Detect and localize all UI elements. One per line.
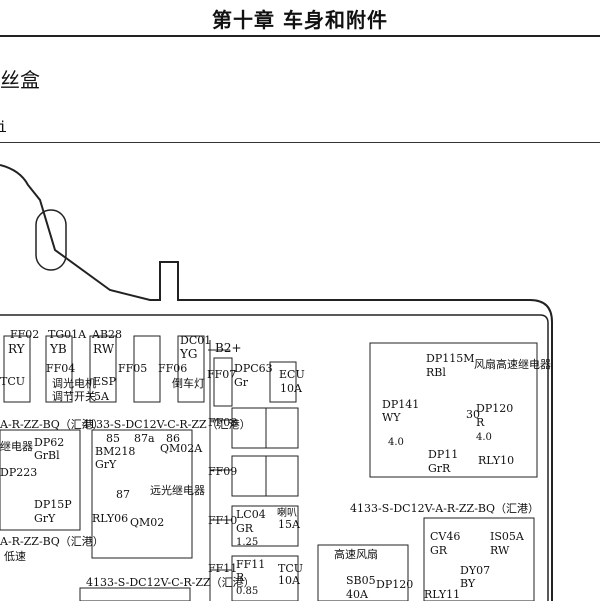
svg-text:DY07: DY07 (460, 564, 490, 577)
svg-text:FF02: FF02 (10, 328, 39, 341)
svg-text:QM02: QM02 (130, 516, 164, 529)
svg-text:TCU: TCU (278, 562, 303, 575)
svg-text:继电器: 继电器 (0, 440, 33, 453)
svg-text:4133-S-DC12V-C-R-ZZ（汇港）: 4133-S-DC12V-C-R-ZZ（汇港） (86, 576, 255, 589)
svg-text:40A: 40A (346, 588, 369, 601)
svg-text:A-R-ZZ-BQ（汇港）: A-R-ZZ-BQ（汇港） (0, 418, 104, 431)
svg-text:4133-S-DC12V-A-R-ZZ-BQ（汇港）: 4133-S-DC12V-A-R-ZZ-BQ（汇港） (350, 502, 539, 515)
svg-text:DP15P: DP15P (34, 498, 72, 511)
svg-text:FF06: FF06 (158, 362, 187, 375)
svg-text:1.25: 1.25 (236, 537, 258, 548)
svg-text:倒车灯: 倒车灯 (172, 376, 205, 390)
main-label: B2+ (215, 341, 242, 355)
svg-text:CV46: CV46 (430, 530, 460, 543)
svg-text:10A: 10A (278, 574, 301, 587)
svg-text:5A: 5A (94, 390, 110, 403)
svg-text:15A: 15A (278, 518, 301, 531)
svg-text:TG01A: TG01A (48, 328, 87, 341)
svg-text:WY: WY (382, 411, 401, 424)
svg-text:BM218: BM218 (95, 445, 135, 458)
svg-text:RW: RW (490, 544, 510, 557)
svg-text:YB: YB (49, 342, 67, 356)
svg-text:YG: YG (179, 347, 198, 361)
svg-text:FF07: FF07 (207, 368, 236, 381)
svg-text:LC04: LC04 (236, 508, 266, 521)
svg-text:远光继电器: 远光继电器 (150, 483, 205, 497)
section-heading: 丝盒 (0, 68, 40, 92)
header-rule (0, 35, 600, 37)
svg-text:调光电机: 调光电机 (52, 376, 96, 390)
svg-text:TCU: TCU (0, 375, 25, 388)
svg-text:GR: GR (236, 522, 254, 535)
svg-text:ESP: ESP (93, 375, 117, 388)
svg-text:GR: GR (430, 544, 448, 557)
svg-text:FF10: FF10 (208, 514, 237, 527)
svg-text:高速风扇: 高速风扇 (334, 547, 378, 561)
svg-text:BY: BY (460, 577, 476, 590)
svg-text:R: R (476, 416, 485, 429)
svg-text:RW: RW (93, 342, 115, 356)
svg-text:85: 85 (106, 432, 120, 445)
svg-text:DP120: DP120 (476, 402, 513, 415)
svg-text:FF11: FF11 (208, 562, 237, 575)
svg-text:GrY: GrY (95, 458, 117, 471)
sub-rule (0, 142, 600, 143)
svg-text:4.0: 4.0 (388, 437, 404, 448)
svg-text:Gr: Gr (234, 376, 249, 389)
svg-text:ECU: ECU (279, 368, 305, 381)
svg-text:30: 30 (466, 408, 480, 421)
svg-text:A-R-ZZ-BQ（汇港）: A-R-ZZ-BQ（汇港） (0, 535, 104, 548)
svg-text:87a: 87a (134, 432, 155, 445)
svg-text:DPC63: DPC63 (234, 362, 273, 375)
svg-text:DP115M: DP115M (426, 352, 474, 365)
svg-text:RLY11: RLY11 (424, 588, 460, 601)
chapter-title: 第十章 车身和附件 (212, 8, 388, 32)
svg-text:DP62: DP62 (34, 436, 64, 449)
svg-text:4.0: 4.0 (476, 432, 492, 443)
svg-text:86: 86 (166, 432, 180, 445)
svg-text:DP120: DP120 (376, 578, 413, 591)
svg-text:10A: 10A (280, 382, 303, 395)
svg-text:GrR: GrR (428, 462, 451, 475)
svg-text:IS05A: IS05A (490, 530, 525, 543)
svg-text:0.85: 0.85 (236, 586, 258, 597)
svg-text:FF11: FF11 (236, 558, 265, 571)
sub-heading: i (0, 118, 8, 136)
svg-text:风扇高速继电器: 风扇高速继电器 (474, 357, 551, 371)
svg-text:DP141: DP141 (382, 398, 419, 411)
svg-text:RLY06: RLY06 (92, 512, 128, 525)
svg-text:喇叭: 喇叭 (277, 507, 297, 519)
svg-text:SB05: SB05 (346, 574, 376, 587)
svg-text:4133-S-DC12V-C-R-ZZ（汇港）: 4133-S-DC12V-C-R-ZZ（汇港） (82, 418, 251, 431)
svg-text:RBl: RBl (426, 366, 446, 379)
svg-text:调节开关: 调节开关 (52, 389, 96, 403)
svg-text:DP223: DP223 (0, 466, 37, 479)
svg-text:FF05: FF05 (118, 362, 147, 375)
svg-text:RY: RY (8, 342, 26, 356)
top-fuse-row (3, 335, 205, 403)
svg-text:GrY: GrY (34, 512, 56, 525)
svg-text:FF04: FF04 (46, 362, 75, 375)
svg-text:DP11: DP11 (428, 448, 458, 461)
svg-text:QM02A: QM02A (160, 442, 203, 455)
svg-text:87: 87 (116, 488, 130, 501)
svg-text:FF09: FF09 (208, 465, 237, 478)
svg-text:AB28: AB28 (91, 328, 122, 341)
svg-text:DC01: DC01 (180, 334, 211, 347)
svg-text:FF08: FF08 (208, 416, 237, 429)
svg-text:RLY10: RLY10 (478, 454, 514, 467)
svg-text:R: R (236, 571, 245, 584)
svg-text:低速: 低速 (4, 550, 26, 563)
svg-text:GrBl: GrBl (34, 449, 60, 462)
